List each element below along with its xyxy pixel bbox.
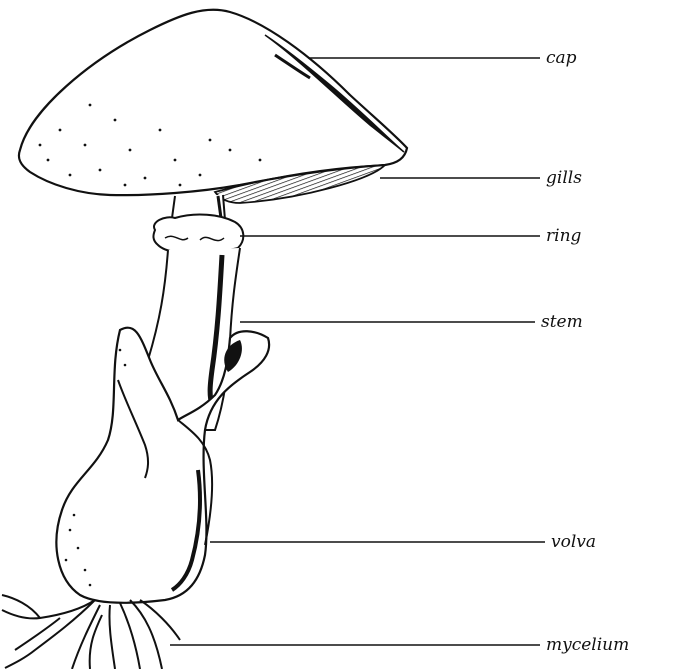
label-gills: gills [546, 168, 582, 188]
mushroom-mycelium [2, 595, 180, 669]
label-mycelium: mycelium [546, 635, 629, 655]
label-stem: stem [541, 312, 583, 332]
label-volva: volva [551, 532, 596, 552]
label-ring: ring [546, 226, 582, 246]
mushroom-ring [153, 215, 243, 254]
label-cap: cap [546, 48, 577, 68]
